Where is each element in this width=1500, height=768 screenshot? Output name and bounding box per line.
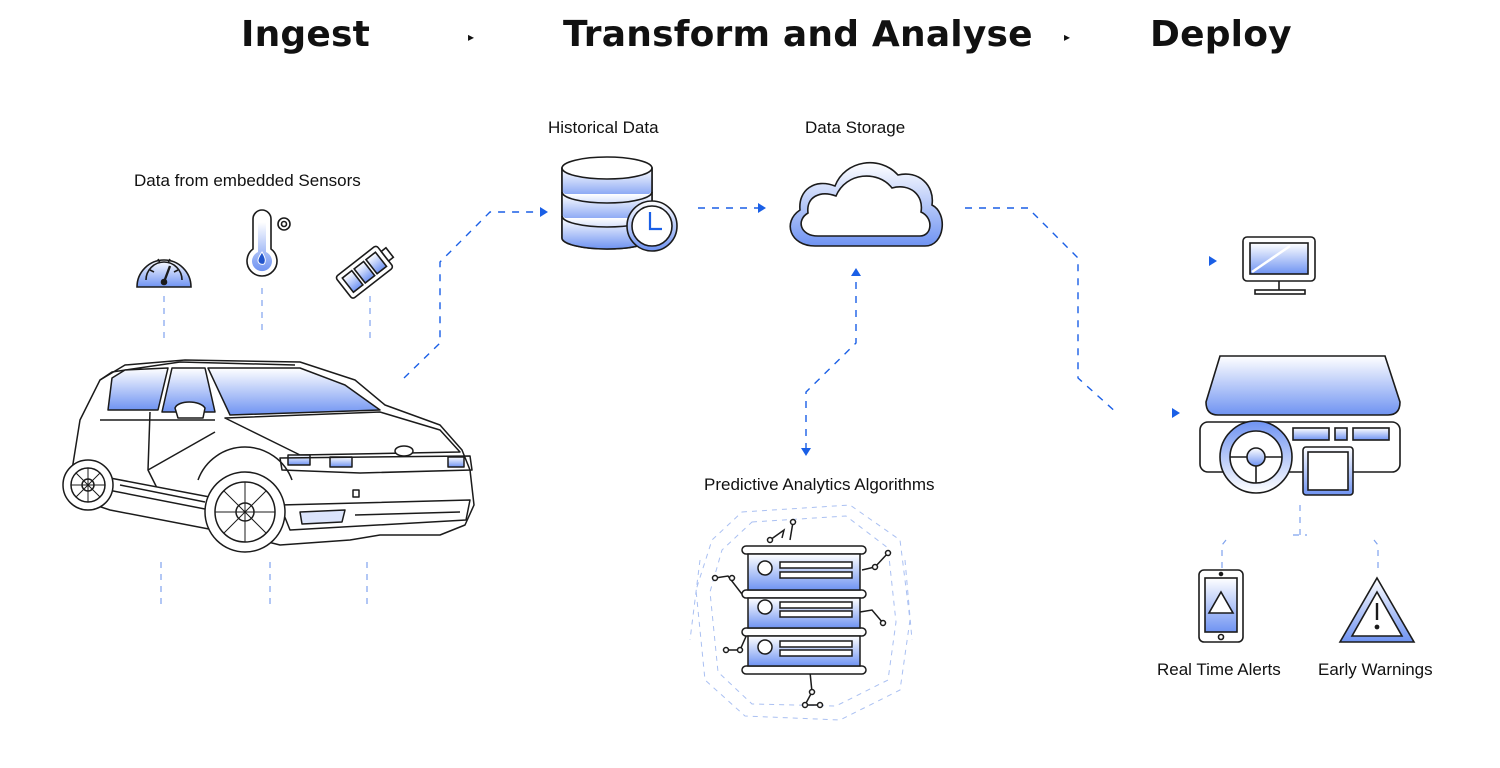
data-storage-label: Data Storage — [805, 118, 906, 137]
flow-connectors — [403, 207, 1119, 448]
connector-car-to-historical — [403, 211, 540, 379]
thermometer-icon — [246, 209, 291, 277]
monitor-icon — [1242, 236, 1316, 295]
real-time-alerts-label: Real Time Alerts — [1157, 660, 1281, 679]
phone-alert-icon — [1198, 569, 1244, 643]
sensor-lines — [160, 288, 1379, 605]
stage-title-deploy: Deploy — [1150, 14, 1292, 55]
warning-triangle-icon — [1338, 576, 1416, 643]
early-warnings-label: Early Warnings — [1318, 660, 1433, 679]
stage-title-ingest: Ingest — [241, 14, 371, 55]
stage-title-transform: Transform and Analyse — [563, 14, 1033, 55]
connector-arrowheads — [540, 203, 1217, 456]
dashboard-icon — [1199, 355, 1401, 496]
sensors-label: Data from embedded Sensors — [134, 171, 361, 190]
connector-storage-to-predictive — [805, 282, 857, 448]
database-clock-icon — [561, 156, 678, 252]
historical-data-label: Historical Data — [548, 118, 659, 137]
gauge-icon — [136, 258, 192, 288]
server-rack-icon — [689, 504, 913, 721]
stage-arrow-2: ▸ — [1064, 30, 1071, 44]
battery-icon — [335, 245, 395, 299]
car-illustration — [62, 359, 475, 553]
predictive-analytics-label: Predictive Analytics Algorithms — [704, 475, 935, 494]
connector-storage-to-deploy — [965, 207, 1119, 415]
cloud-icon — [789, 161, 944, 247]
stage-arrow-1: ▸ — [468, 30, 475, 44]
